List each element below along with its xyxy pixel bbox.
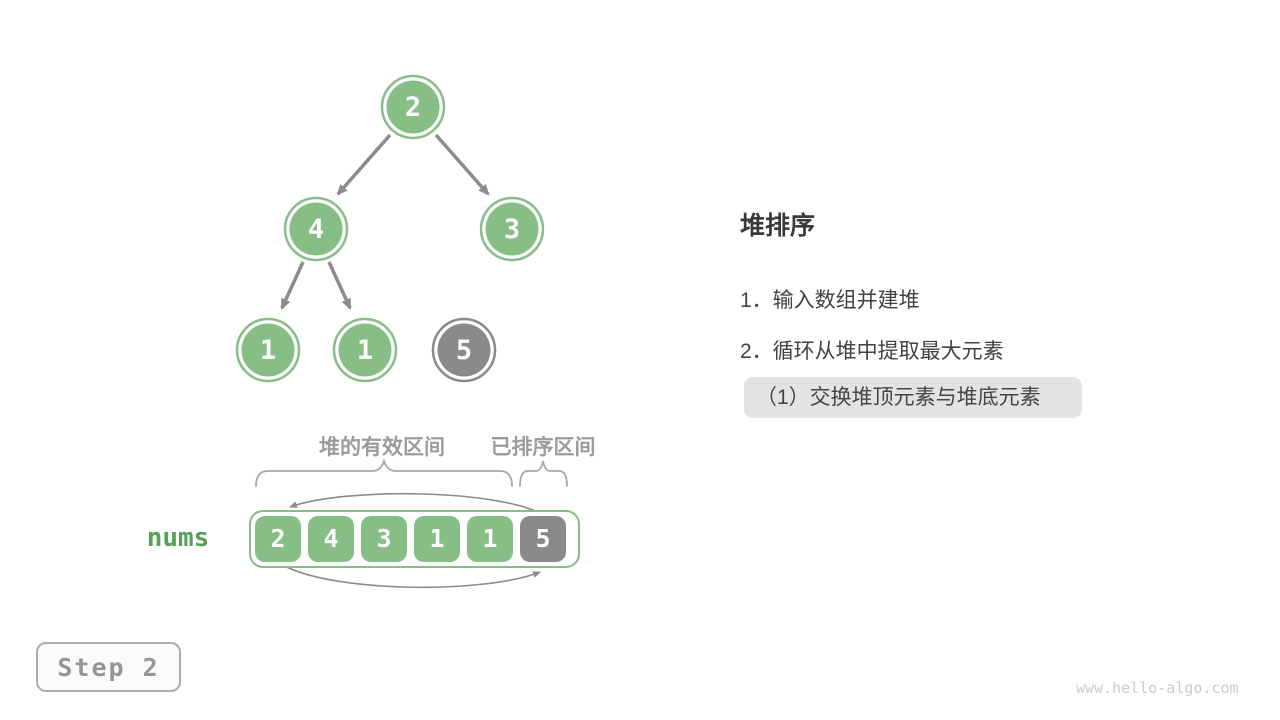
tree-node-sorted: 5 <box>431 317 497 383</box>
swap-arrows <box>280 492 548 589</box>
node-ring <box>283 196 349 262</box>
node-disc <box>386 80 440 134</box>
node-ring <box>380 74 446 140</box>
node-value: 5 <box>456 335 472 366</box>
node-disc <box>485 202 539 256</box>
node-disc <box>437 323 491 377</box>
tree-node-left: 4 <box>283 196 349 262</box>
tree-node-root: 2 <box>380 74 446 140</box>
node-disc <box>241 323 295 377</box>
swap-arc-bottom <box>280 563 541 589</box>
current-substep-badge: （1）交换堆顶元素与堆底元素 <box>744 377 1082 418</box>
edge-root-left <box>336 133 392 196</box>
tree-node-leaf2: 1 <box>332 317 398 383</box>
array-cell-5: 5 <box>520 516 566 562</box>
step-indicator: Step 2 <box>36 642 181 692</box>
edge-left-right <box>327 261 352 310</box>
heap-region-label: 堆的有效区间 <box>319 436 445 459</box>
array-cell-1: 4 <box>308 516 354 562</box>
sorted-region-label: 已排序区间 <box>490 436 596 459</box>
array-name-label: nums <box>146 523 210 553</box>
swap-arc-top <box>289 492 548 518</box>
tree-node-right: 3 <box>479 196 545 262</box>
array-cell-0: 2 <box>255 516 301 562</box>
step-indicator-label: Step 2 <box>57 652 160 682</box>
node-ring <box>431 317 497 383</box>
node-value: 4 <box>308 214 324 245</box>
region-braces <box>255 457 568 487</box>
node-value: 2 <box>405 92 421 123</box>
node-ring <box>479 196 545 262</box>
step-item-2: 2．循环从堆中提取最大元素 <box>740 340 1004 363</box>
node-disc <box>338 323 392 377</box>
node-value: 1 <box>260 335 276 366</box>
tree-node-leaf1: 1 <box>235 317 301 383</box>
array-cell-3: 1 <box>414 516 460 562</box>
nums-array: 2 4 3 1 1 5 <box>249 510 580 568</box>
node-ring <box>235 317 301 383</box>
tree-edges <box>280 133 490 310</box>
array-cell-2: 3 <box>361 516 407 562</box>
edge-left-left <box>280 261 305 310</box>
node-disc <box>289 202 343 256</box>
array-cell-4: 1 <box>467 516 513 562</box>
node-ring <box>332 317 398 383</box>
sorted-region-brace <box>519 460 568 487</box>
step-item-1: 1．输入数组并建堆 <box>740 289 920 312</box>
node-value: 1 <box>357 335 373 366</box>
edge-root-right <box>434 133 490 196</box>
page-title: 堆排序 <box>740 212 816 240</box>
heap-region-brace <box>255 457 513 487</box>
site-watermark: www.hello-algo.com <box>1076 679 1239 697</box>
node-value: 3 <box>504 214 520 245</box>
